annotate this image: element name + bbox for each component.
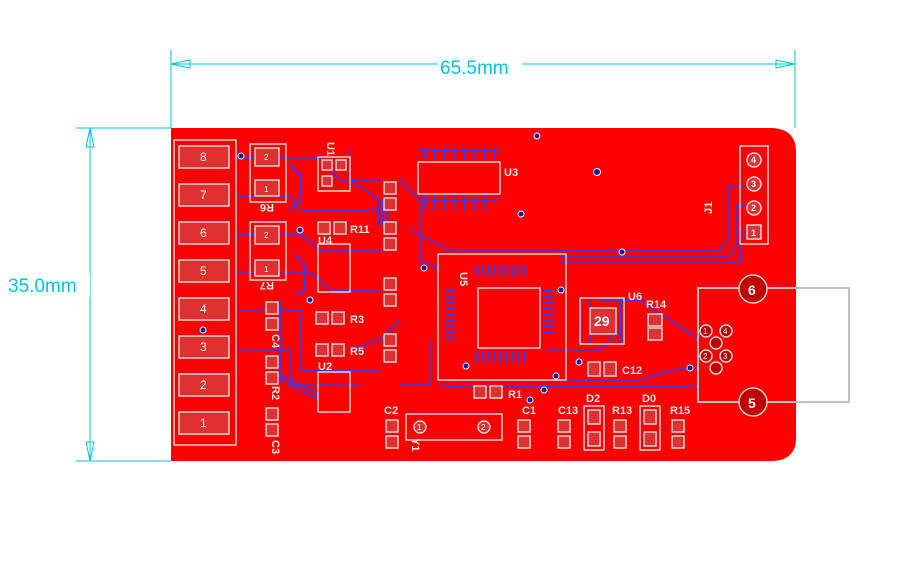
resistor-r11 xyxy=(317,221,347,235)
passive-column-left xyxy=(265,301,279,437)
ref-c2: C2 xyxy=(384,405,398,417)
left-connector: 8 7 6 5 4 3 2 1 xyxy=(173,139,237,446)
ref-u3: U3 xyxy=(504,167,518,179)
ref-r14: R14 xyxy=(646,299,667,311)
left-connector-pin-6: 6 xyxy=(200,226,207,240)
footprint-q1 xyxy=(249,143,287,281)
usb-pin-3: 3 xyxy=(723,352,728,361)
width-dimension-label: 65.5mm xyxy=(440,58,509,79)
resistor-r14 xyxy=(647,313,663,341)
ic-outlines-left xyxy=(317,156,351,413)
usb-pin-4: 4 xyxy=(723,327,728,336)
pad-label-1a: 1 xyxy=(264,185,269,194)
usb-pin-2: 2 xyxy=(703,352,708,361)
left-connector-pin-1: 1 xyxy=(200,416,207,430)
bottom-passives-left xyxy=(385,413,531,449)
connector-j1 xyxy=(739,145,769,245)
ref-u2: U2 xyxy=(318,361,332,373)
ref-u4: U4 xyxy=(318,235,333,247)
ref-y1: Y1 xyxy=(409,438,421,451)
left-connector-pin-5: 5 xyxy=(200,264,207,278)
crystal-pad-1: 1 xyxy=(417,423,422,432)
ref-u1: U1 xyxy=(324,142,336,156)
passive-column-mid xyxy=(383,181,397,363)
vias xyxy=(199,132,694,404)
ref-u5: U5 xyxy=(457,272,469,286)
ref-r15: R15 xyxy=(670,405,690,417)
ref-c13: C13 xyxy=(558,405,578,417)
pcb-board xyxy=(171,128,796,461)
left-connector-pin-7: 7 xyxy=(200,188,207,202)
u6-pin-label: 29 xyxy=(594,313,610,329)
bottom-passives-right xyxy=(557,405,685,451)
ic-u5-mcu xyxy=(437,253,567,381)
pad-label-1b: 1 xyxy=(264,265,269,274)
left-connector-pin-3: 3 xyxy=(200,340,207,354)
usb-pin-5: 5 xyxy=(748,395,756,411)
ic-u6 xyxy=(579,297,625,345)
ref-j1: J1 xyxy=(703,202,715,214)
ref-r1: R1 xyxy=(508,389,522,401)
ref-d2: D2 xyxy=(586,393,600,405)
ref-r6: R6 xyxy=(260,201,274,213)
ref-d0: D0 xyxy=(642,393,656,405)
crystal-pad-2: 2 xyxy=(481,423,486,432)
height-dimension-label: 35.0mm xyxy=(8,276,77,297)
ref-r2: R2 xyxy=(269,386,281,400)
ref-r5: R5 xyxy=(350,346,364,358)
ref-u6: U6 xyxy=(628,291,642,303)
ref-r7: R7 xyxy=(260,279,274,291)
pad-label-2b: 2 xyxy=(264,231,269,240)
left-connector-pin-4: 4 xyxy=(200,302,207,316)
j1-pin-3: 3 xyxy=(751,179,756,189)
ref-r3: R3 xyxy=(350,314,364,326)
pad-label-2a: 2 xyxy=(264,153,269,162)
ref-c1: C1 xyxy=(522,405,536,417)
j1-pin-1: 1 xyxy=(751,228,756,238)
ref-c4: C4 xyxy=(269,334,281,349)
capacitor-c12 xyxy=(587,361,617,377)
ref-r13: R13 xyxy=(612,405,632,417)
resistor-r1 xyxy=(473,385,503,399)
left-connector-pin-2: 2 xyxy=(200,378,207,392)
ic-u3 xyxy=(417,161,501,195)
resistor-r3-r5 xyxy=(315,311,345,357)
usb-pin-1: 1 xyxy=(703,327,708,336)
ref-r11: R11 xyxy=(350,224,370,236)
ref-c3: C3 xyxy=(269,440,281,454)
ref-c12: C12 xyxy=(622,365,642,377)
height-dimension xyxy=(76,127,171,462)
left-connector-pin-8: 8 xyxy=(200,150,207,164)
j1-pin-4: 4 xyxy=(751,155,756,165)
usb-pin-6: 6 xyxy=(748,282,756,298)
j1-pin-2: 2 xyxy=(751,203,756,213)
usb-connector xyxy=(697,274,850,417)
